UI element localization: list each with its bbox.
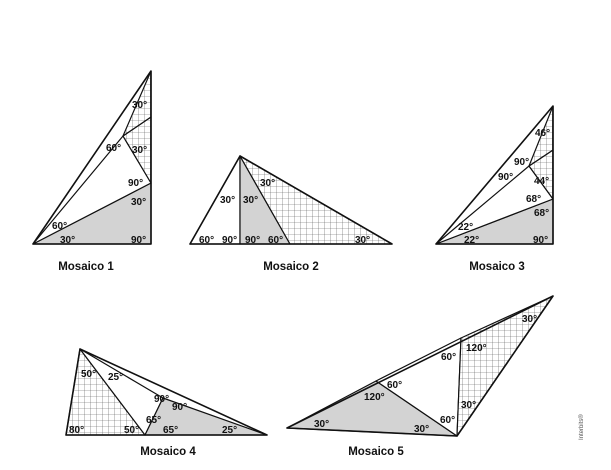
credit-watermark: Interbits® — [578, 414, 585, 440]
mosaic-5-angle-label: 120° — [364, 392, 385, 403]
mosaic-4-angle-label: 90° — [172, 402, 187, 413]
mosaic-2-angle-label: 30° — [220, 195, 235, 206]
mosaic-1-angle-label: 60° — [52, 221, 67, 232]
mosaic-3-outline — [435, 105, 554, 245]
mosaic-2-angle-label: 60° — [199, 235, 214, 246]
mosaic-3-angle-label: 68° — [526, 194, 541, 205]
mosaic-5: 30° 120° 60° 60° 120° 30° 30° 60° 30° Mo… — [286, 295, 554, 458]
mosaic-2-caption: Mosaico 2 — [263, 261, 319, 273]
mosaic-1-angle-label: 90° — [131, 235, 146, 246]
mosaic-5-angle-label: 120° — [466, 343, 487, 354]
mosaic-4-angle-label: 90° — [154, 394, 169, 405]
mosaic-5-angle-label: 30° — [314, 419, 329, 430]
mosaic-2: 30° 30° 30° 60° 90° 90° 60° 30° Mosaico … — [189, 155, 393, 273]
mosaic-4-angle-label: 65° — [146, 415, 161, 426]
mosaic-2-angle-label: 90° — [245, 235, 260, 246]
mosaic-3-angle-label: 90° — [533, 235, 548, 246]
mosaic-1-angle-label: 30° — [131, 197, 146, 208]
mosaic-4-outline — [65, 348, 268, 436]
mosaic-5-outline — [286, 295, 554, 437]
mosaic-2-angle-label: 30° — [355, 235, 370, 246]
mosaic-3-angle-label: 44° — [534, 176, 549, 187]
mosaic-5-angle-label: 30° — [461, 400, 476, 411]
mosaic-1-angle-label: 30° — [132, 100, 147, 111]
mosaic-1-angle-label: 30° — [60, 235, 75, 246]
mosaic-4-angle-label: 25° — [222, 425, 237, 436]
mosaic-1: 30° 30° 60° 90° 30° 60° 30° 90° Mosaico … — [32, 70, 152, 273]
mosaic-2-angle-label: 60° — [268, 235, 283, 246]
mosaic-3-angle-label: 90° — [498, 172, 513, 183]
mosaic-3-angle-label: 22° — [464, 235, 479, 246]
mosaic-3-angle-label: 90° — [514, 157, 529, 168]
mosaic-3-angle-label: 22° — [458, 222, 473, 233]
mosaic-1-angle-label: 30° — [132, 145, 147, 156]
mosaic-4-angle-label: 50° — [81, 369, 96, 380]
mosaic-4-angle-label: 50° — [124, 425, 139, 436]
mosaic-1-angle-label: 60° — [106, 143, 121, 154]
mosaic-4-angle-label: 80° — [69, 425, 84, 436]
mosaic-5-angle-label: 60° — [441, 352, 456, 363]
mosaic-5-caption: Mosaico 5 — [348, 446, 404, 458]
mosaic-2-angle-label: 30° — [260, 178, 275, 189]
mosaic-3: 46° 90° 90° 44° 68° 68° 22° 22° 90° Mosa… — [435, 105, 554, 273]
mosaic-1-angle-label: 90° — [128, 178, 143, 189]
mosaic-2-outline — [189, 155, 393, 245]
mosaic-5-angle-label: 60° — [440, 415, 455, 426]
mosaic-3-angle-label: 68° — [534, 208, 549, 219]
mosaic-5-angle-label: 60° — [387, 380, 402, 391]
mosaic-2-angle-label: 30° — [243, 195, 258, 206]
mosaic-4-caption: Mosaico 4 — [140, 446, 196, 458]
mosaic-5-angle-label: 30° — [414, 424, 429, 435]
mosaic-5-angle-label: 30° — [522, 314, 537, 325]
mosaic-4-angle-label: 65° — [163, 425, 178, 436]
mosaic-3-angle-label: 46° — [535, 128, 550, 139]
mosaic-1-caption: Mosaico 1 — [58, 261, 114, 273]
mosaic-4-angle-label: 25° — [108, 372, 123, 383]
mosaic-2-angle-label: 90° — [222, 235, 237, 246]
mosaic-4: 50° 25° 90° 90° 65° 80° 50° 65° 25° Mosa… — [65, 348, 268, 458]
mosaic-1-outline — [32, 70, 152, 245]
mosaic-3-caption: Mosaico 3 — [469, 261, 525, 273]
